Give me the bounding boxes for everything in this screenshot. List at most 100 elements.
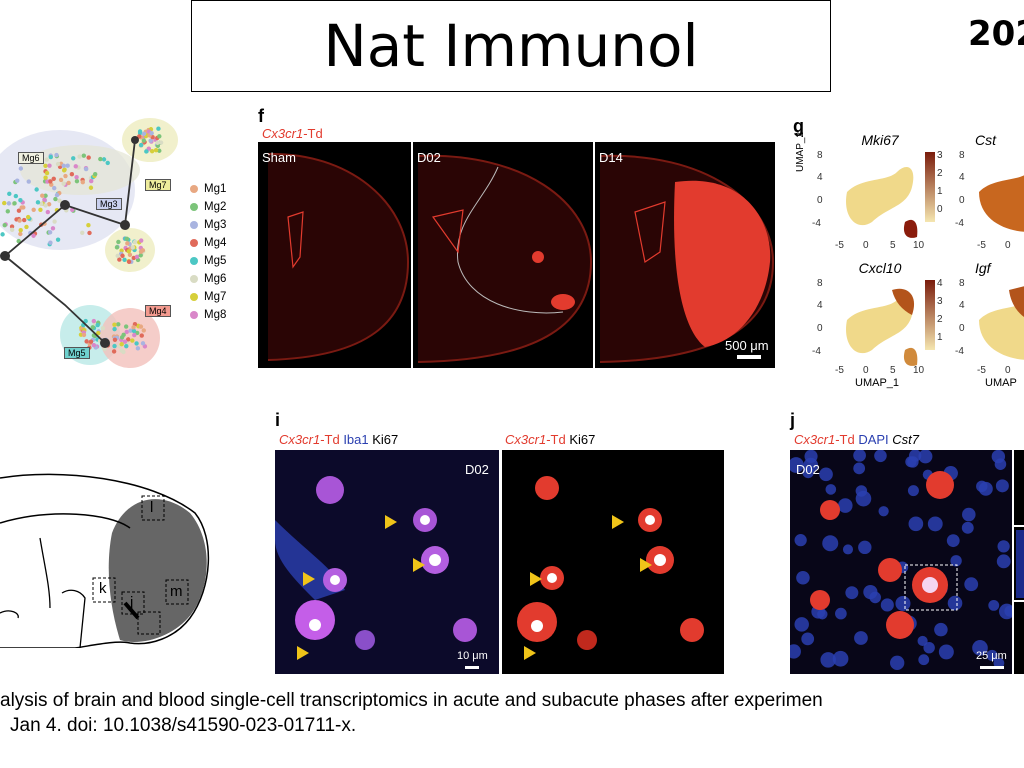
brain-section-sham: Sham [258,142,411,368]
dapi-nucleus [907,485,919,497]
umap-point [81,332,87,338]
legend-label: Mg5 [204,255,227,267]
y-tick: 0 [817,323,823,334]
gene-suffix: -Td [835,432,855,447]
x-tick: -5 [977,365,986,376]
legend-item: Mg4 [190,234,226,252]
panel-letter-g: g [793,116,804,136]
umap-point [139,238,144,243]
umap-point [149,130,154,136]
panel-i-left-label: Cx3cr1-Td Iba1 Ki67 [279,432,398,447]
umap-point [44,157,49,162]
dapi-nucleus [796,570,810,585]
gene-name: Cx3cr1 [505,432,547,447]
micrograph-j-inset-strip [1014,450,1024,674]
micrograph-i-red [502,450,724,674]
legend-label: Mg4 [204,237,227,249]
dapi-nucleus [794,617,809,632]
marker-cst7: Cst7 [892,432,920,447]
umap-point [52,185,57,191]
brain-section-d02: D02 [413,142,593,368]
legend-dot-0 [190,185,198,193]
dapi-nucleus [978,481,993,496]
dapi-nucleus [874,449,887,463]
umap-point [112,322,117,327]
umap-point [43,163,48,168]
dapi-nucleus [801,632,815,646]
umap-point [88,339,94,344]
x-axis-label: UMAP_1 [855,377,900,389]
scale-tick: 2 [937,314,943,325]
scale-tick: 2 [937,168,943,179]
legend-dot-4 [190,257,198,265]
umap-point [134,254,140,259]
caption-line-2: Jan 4. doi: 10.1038/s41590-023-01711-x. [10,715,357,736]
umap-title: Cst [975,132,996,148]
umap-point [48,179,53,184]
umap-point [127,252,133,258]
umap-point [83,166,89,172]
umap-point [137,129,143,134]
umap-title: Mki67 [861,132,899,148]
umap-point [62,167,67,172]
umap-point [158,140,164,145]
umap-point [88,185,94,190]
umap-point [38,207,43,212]
y-tick: 8 [817,278,823,289]
umap-cluster-plot [0,118,178,368]
umap-point [81,153,87,158]
x-tick: 5 [890,365,896,376]
dapi-nucleus [950,555,962,567]
umap-point [126,249,131,254]
umap-point [16,208,22,213]
umap-point [74,178,80,184]
dapi-nucleus [918,449,933,464]
dapi-nucleus [853,462,866,475]
umap-point [0,232,5,237]
umap-point [71,156,76,161]
dapi-nucleus [858,540,872,555]
dapi-nucleus [918,654,930,666]
umap-point [43,193,48,198]
umap-scatter [846,167,918,238]
umap-point [45,209,51,215]
umap-point [138,249,144,254]
umap-point [22,217,27,223]
scale-bar-f [737,355,761,359]
umap-point [35,200,41,205]
umap-point [84,339,89,344]
umap-point [86,155,91,160]
umap-point [153,147,159,153]
umap-point [34,187,39,192]
dapi-nucleus [820,652,836,668]
umap-point [43,203,48,208]
dapi-nucleus [964,577,979,592]
umap-point [74,174,79,180]
umap-point [112,343,117,349]
umap-point [92,171,98,177]
marker-ki67: Ki67 [569,432,596,447]
umap-point [140,341,146,346]
legend-dot-7 [190,311,198,319]
legend-item: Mg5 [190,252,226,270]
color-scale [925,152,935,222]
scale-tick: 1 [937,186,943,197]
scale-tick: 3 [937,150,943,161]
slide-title-box: Nat Immunol [191,0,831,92]
x-tick: 0 [863,240,869,251]
umap-point [139,333,144,338]
panel-f-label: Cx3cr1-Td [262,126,323,141]
cluster-tag-mg6: Mg6 [18,152,44,164]
caption-line-1: alysis of brain and blood single-cell tr… [0,690,823,711]
umap-point [18,227,23,233]
dapi-nucleus [927,516,943,532]
cluster-tag-mg5: Mg5 [64,347,90,359]
umap-point [126,259,132,264]
scale-tick: 1 [937,332,943,343]
umap-point [156,126,161,131]
umap-point [116,322,121,327]
panel-i-right-label: Cx3cr1-Td Ki67 [505,432,595,447]
umap-point [112,326,117,332]
umap-point [13,193,19,199]
umap-point [9,227,15,233]
